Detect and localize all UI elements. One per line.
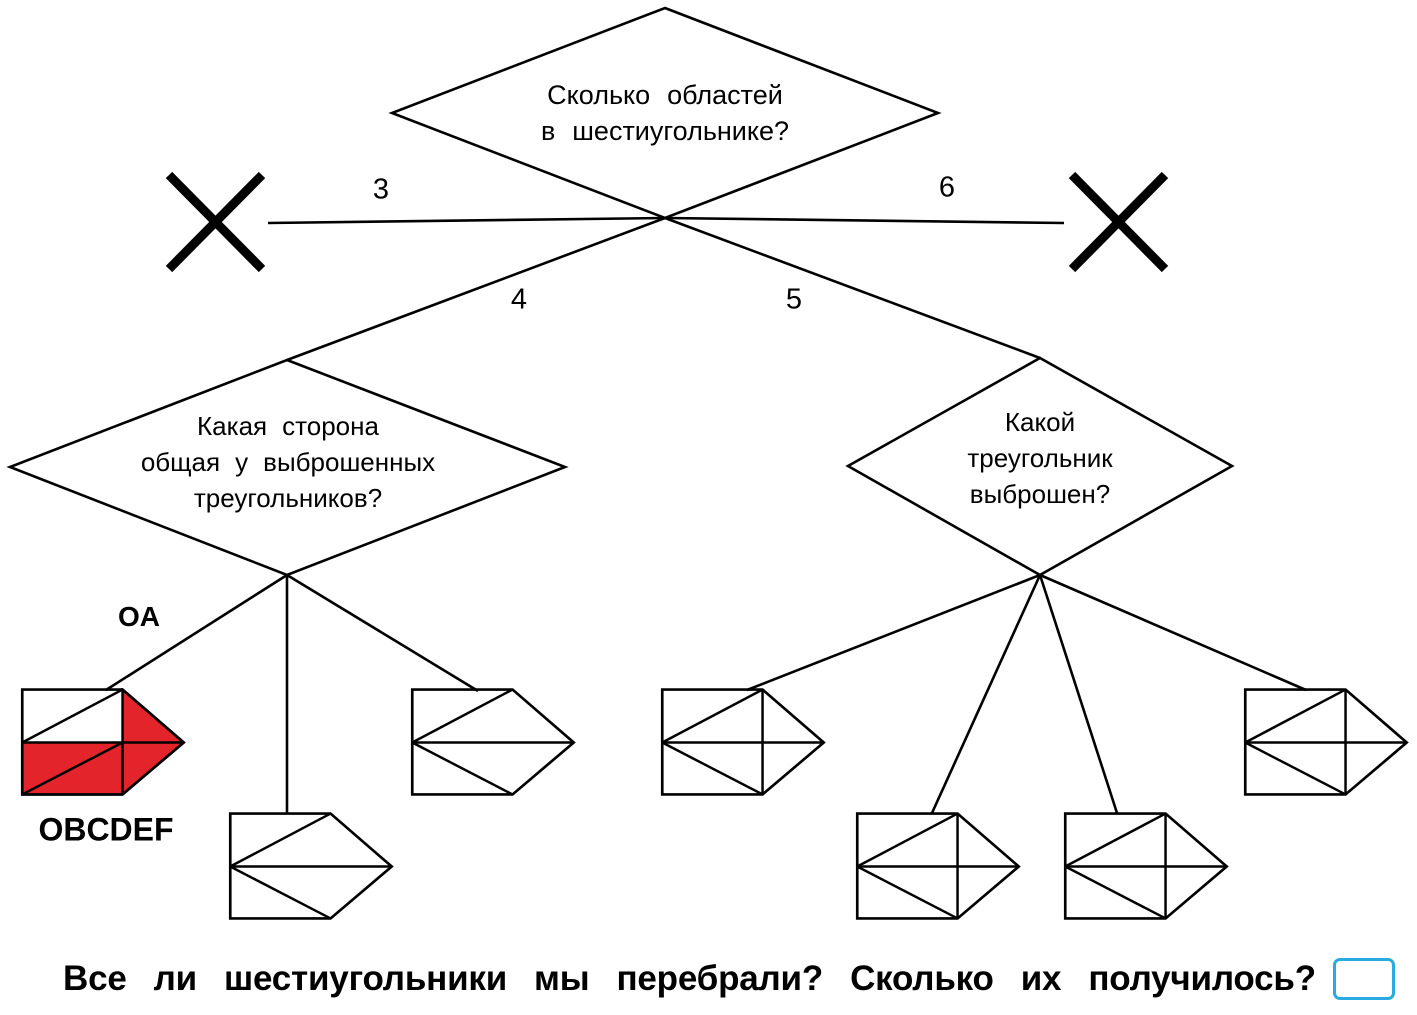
- hexagon-outline: [410, 688, 576, 796]
- hexagon-outline: [1243, 688, 1409, 796]
- figure-label-obcdef: OBCDEF: [38, 811, 174, 848]
- root-question-line2: в шестиугольнике?: [540, 116, 790, 146]
- triangulation-line: [661, 741, 764, 796]
- hexagon-figure-obcdef-red-arrow: [20, 688, 186, 796]
- edge-label-oa: OA: [118, 601, 160, 632]
- left-question: Какая сторона общая у выброшенных треуго…: [141, 409, 435, 517]
- triangulation-line: [229, 812, 332, 868]
- triangulation-line: [1244, 741, 1347, 796]
- right-question-diamond: [845, 356, 1235, 577]
- left-question-line3: треугольников?: [193, 482, 383, 513]
- edge-right-to-fig4: [1039, 573, 1307, 692]
- edge-label-4: 4: [510, 283, 528, 316]
- triangulation-line: [1064, 812, 1167, 868]
- x-mark-right-stroke-2: [1068, 171, 1169, 273]
- hexagon-outline: [660, 688, 826, 796]
- edge-to-4: [286, 216, 666, 362]
- x-mark-left-stroke-2: [165, 171, 266, 273]
- edge-label-6: 6: [938, 171, 956, 204]
- right-question-line1: Какой: [1004, 407, 1076, 438]
- left-question-line1: Какая сторона: [197, 411, 379, 442]
- x-mark-right: [1068, 171, 1169, 273]
- edge-to-5: [664, 216, 1041, 360]
- edge-left-to-fig1: [105, 573, 288, 692]
- edge-right-to-fig3: [1038, 574, 1119, 814]
- edge-label-3: 3: [372, 173, 390, 206]
- triangulation-line: [21, 688, 124, 744]
- hexagon-figure-right-2: [855, 812, 1021, 920]
- x-mark-left: [165, 171, 266, 273]
- triangulation-line: [229, 865, 332, 920]
- hexagon-outline: [228, 812, 394, 920]
- hexagon-outline: [1063, 812, 1229, 920]
- edge-to-6: [664, 216, 1065, 225]
- root-question-line1: Сколько областей: [547, 79, 783, 110]
- left-question-diamond: [6, 358, 569, 577]
- hexagon-figure-right-3: [1063, 812, 1229, 920]
- edge-label-5: 5: [785, 283, 803, 316]
- hexagon-figure-right-4: [1243, 688, 1409, 796]
- bottom-question-row: Все ли шестиугольники мы перебрали? Скол…: [63, 958, 1395, 1000]
- edge-right-to-fig1: [746, 573, 1041, 692]
- right-question-line3: выброшен?: [969, 478, 1111, 509]
- triangulation-line: [1064, 865, 1167, 920]
- edge-to-3: [267, 216, 666, 225]
- triangulation-line: [1244, 688, 1347, 744]
- hexagon-outline: [855, 812, 1021, 920]
- triangulation-line: [411, 688, 514, 744]
- root-question: Сколько областей в шестиугольнике?: [541, 77, 789, 149]
- triangulation-line: [856, 865, 959, 920]
- hexagon-figure-left-3: [410, 688, 576, 796]
- right-question: Какой треугольник выброшен?: [967, 405, 1112, 513]
- root-question-diamond: [388, 6, 942, 220]
- triangulation-line: [411, 741, 514, 796]
- hexagon-figure-left-2: [228, 812, 394, 920]
- right-question-line2: треугольник: [967, 443, 1113, 474]
- triangulation-line: [856, 812, 959, 868]
- bottom-question: Все ли шестиугольники мы перебрали? Скол…: [63, 959, 1316, 998]
- triangulation-line: [661, 688, 764, 744]
- answer-box[interactable]: [1332, 958, 1395, 1000]
- hexagon-outline: [20, 688, 186, 796]
- edge-right-to-fig2: [930, 574, 1042, 814]
- triangulation-line: [21, 741, 124, 796]
- hexagon-figure-right-1: [660, 688, 826, 796]
- left-question-line2: общая у выброшенных: [140, 447, 436, 478]
- edge-left-to-fig3: [286, 573, 479, 693]
